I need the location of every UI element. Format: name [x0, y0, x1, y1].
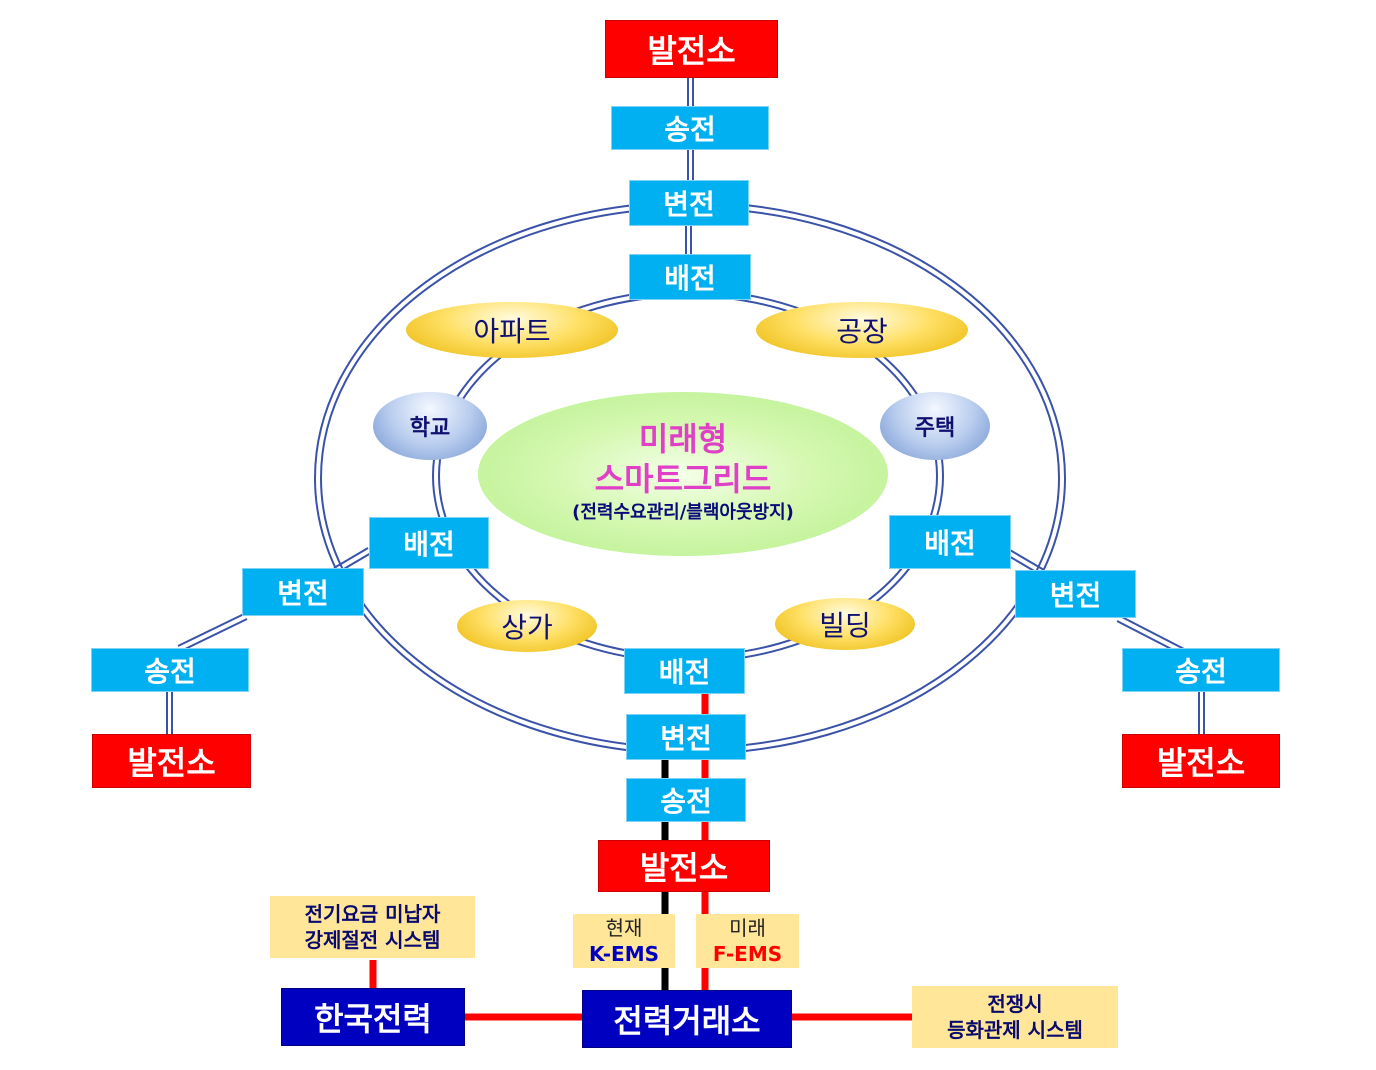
- top-transmission: 송전: [611, 106, 769, 150]
- kepco-note: 전기요금 미납자 강제절전 시스템: [270, 896, 475, 958]
- bottom-power-plant: 발전소: [598, 840, 770, 892]
- right-transmission: 송전: [1122, 648, 1280, 692]
- kepco-note-line1: 전기요금 미납자: [304, 902, 441, 926]
- top-power-plant: 발전소: [605, 20, 778, 78]
- bottom-transmission: 송전: [626, 778, 746, 822]
- war-note-line2: 등화관제 시스템: [947, 1018, 1083, 1042]
- left-substation: 변전: [242, 568, 364, 616]
- left-transmission: 송전: [91, 648, 249, 692]
- consumer-building: 빌딩: [775, 598, 915, 650]
- center-title-line2: 스마트그리드: [594, 460, 772, 498]
- left-distribution: 배전: [369, 517, 489, 569]
- kepco-box: 한국전력: [281, 988, 465, 1046]
- ems-future-label: 미래: [729, 916, 766, 940]
- consumer-apartment: 아파트: [406, 302, 618, 358]
- consumer-apartment-label: 아파트: [473, 315, 551, 348]
- control-links: [369, 960, 912, 1021]
- war-note-line1: 전쟁시: [987, 992, 1043, 1016]
- top-chain-link: [685, 78, 694, 254]
- consumer-house: 주택: [880, 392, 990, 460]
- top-substation: 변전: [629, 180, 749, 226]
- consumer-house-label: 주택: [914, 416, 956, 441]
- smart-grid-center: 미래형 스마트그리드 (전력수요관리/블랙아웃방지): [478, 392, 888, 556]
- consumer-factory-label: 공장: [836, 315, 888, 348]
- kepco-note-line2: 강제절전 시스템: [304, 928, 441, 952]
- ems-current-label: 현재: [605, 916, 643, 940]
- center-subtitle: (전력수요관리/블랙아웃방지): [572, 502, 794, 523]
- consumer-factory: 공장: [756, 302, 968, 358]
- right-power-plant: 발전소: [1122, 734, 1280, 788]
- top-distribution: 배전: [629, 254, 751, 300]
- power-exchange-box: 전력거래소: [582, 990, 792, 1048]
- center-title-line1: 미래형: [638, 420, 728, 458]
- bottom-substation: 변전: [626, 714, 746, 760]
- left-power-plant: 발전소: [92, 734, 251, 788]
- right-substation: 변전: [1015, 570, 1136, 618]
- consumer-school: 학교: [373, 392, 487, 460]
- consumer-shops-label: 상가: [501, 611, 553, 644]
- ems-current-note: 현재 K-EMS: [573, 914, 675, 968]
- bottom-distribution: 배전: [624, 648, 745, 694]
- ems-future-note: 미래 F-EMS: [696, 914, 799, 968]
- ems-current-system: K-EMS: [588, 942, 660, 966]
- right-distribution: 배전: [889, 515, 1011, 569]
- war-blackout-note: 전쟁시 등화관제 시스템: [912, 986, 1118, 1048]
- consumer-building-label: 빌딩: [819, 609, 871, 642]
- ems-future-system: F-EMS: [712, 942, 783, 966]
- consumer-shops: 상가: [457, 600, 597, 652]
- consumer-school-label: 학교: [409, 416, 451, 441]
